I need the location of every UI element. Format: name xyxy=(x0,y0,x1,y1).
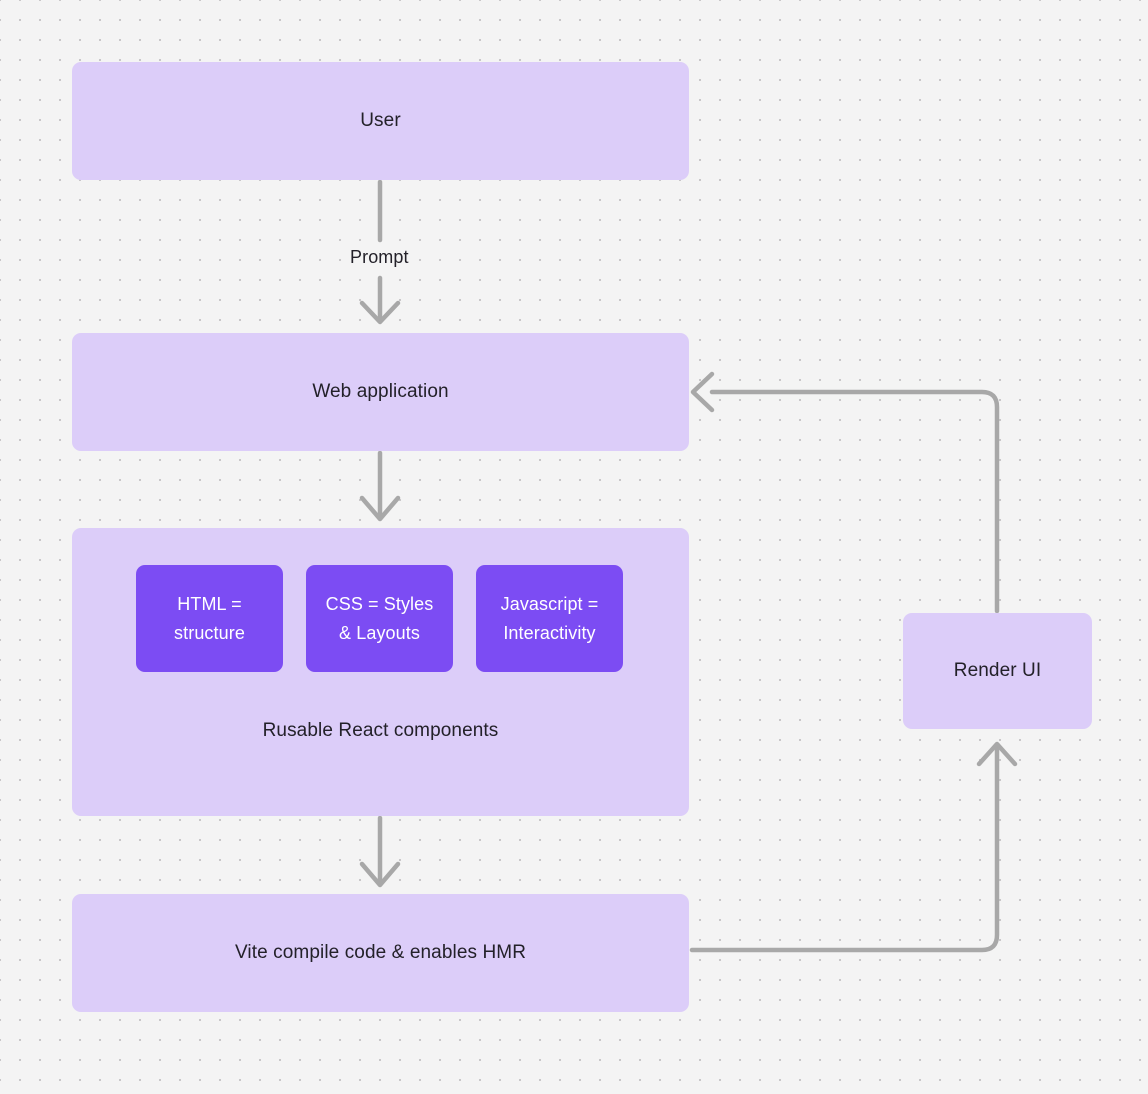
edge-render-to-webapp xyxy=(690,371,1000,614)
chip-javascript[interactable]: Javascript = Interactivity xyxy=(476,565,623,672)
node-web-application[interactable]: Web application xyxy=(72,333,689,451)
chip-css-label: CSS = Styles & Layouts xyxy=(326,590,434,648)
node-react-components-group[interactable]: HTML = structure CSS = Styles & Layouts … xyxy=(72,528,689,816)
chip-css-line1: CSS = Styles xyxy=(325,593,434,614)
edge-vite-to-render xyxy=(689,741,1018,953)
edge-label-prompt[interactable]: Prompt xyxy=(343,245,416,270)
node-user[interactable]: User xyxy=(72,62,689,180)
node-user-label: User xyxy=(360,110,401,132)
chip-html[interactable]: HTML = structure xyxy=(136,565,283,672)
node-vite-label: Vite compile code & enables HMR xyxy=(234,942,527,964)
chip-css-line2: & Layouts xyxy=(339,622,420,643)
edge-components-to-vite xyxy=(359,815,401,888)
chip-javascript-line1: Javascript = xyxy=(500,593,599,614)
chip-html-label: HTML = structure xyxy=(174,590,245,648)
chip-javascript-label: Javascript = Interactivity xyxy=(501,590,599,648)
chip-row: HTML = structure CSS = Styles & Layouts … xyxy=(136,565,623,672)
node-render-ui-label: Render UI xyxy=(953,660,1042,682)
chip-html-line2: structure xyxy=(174,622,245,643)
chip-javascript-line2: Interactivity xyxy=(503,622,596,643)
node-vite[interactable]: Vite compile code & enables HMR xyxy=(72,894,689,1012)
chip-css[interactable]: CSS = Styles & Layouts xyxy=(306,565,453,672)
chip-html-line1: HTML = xyxy=(177,593,242,614)
node-web-application-label: Web application xyxy=(312,381,449,403)
edge-webapp-to-components xyxy=(359,450,401,522)
node-render-ui[interactable]: Render UI xyxy=(903,613,1092,729)
node-react-components-caption: Rusable React components xyxy=(262,720,499,741)
